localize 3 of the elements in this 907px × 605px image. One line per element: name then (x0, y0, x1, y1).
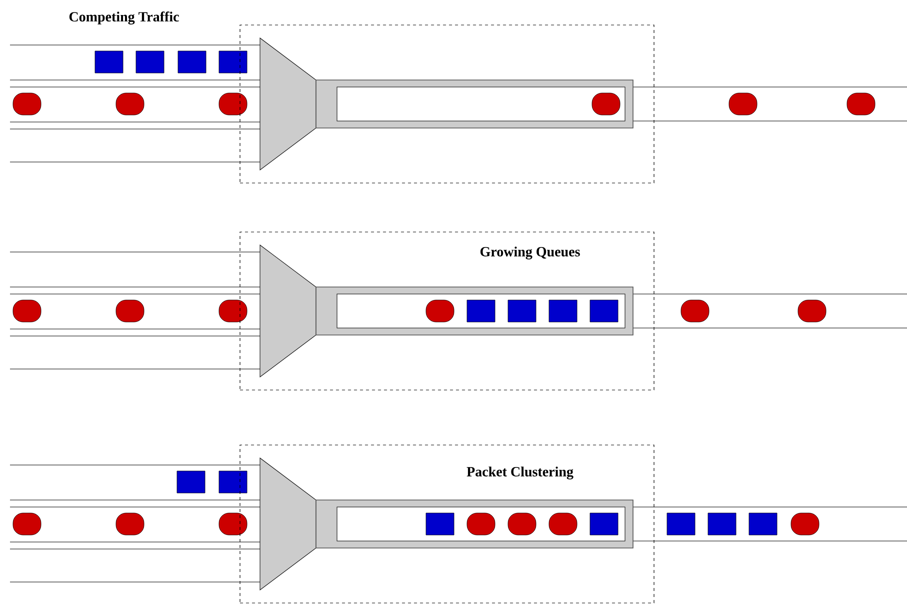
panel-title: Packet Clustering (466, 466, 574, 480)
panel-title: Growing Queues (480, 246, 580, 260)
panel-title: Competing Traffic (69, 12, 179, 24)
